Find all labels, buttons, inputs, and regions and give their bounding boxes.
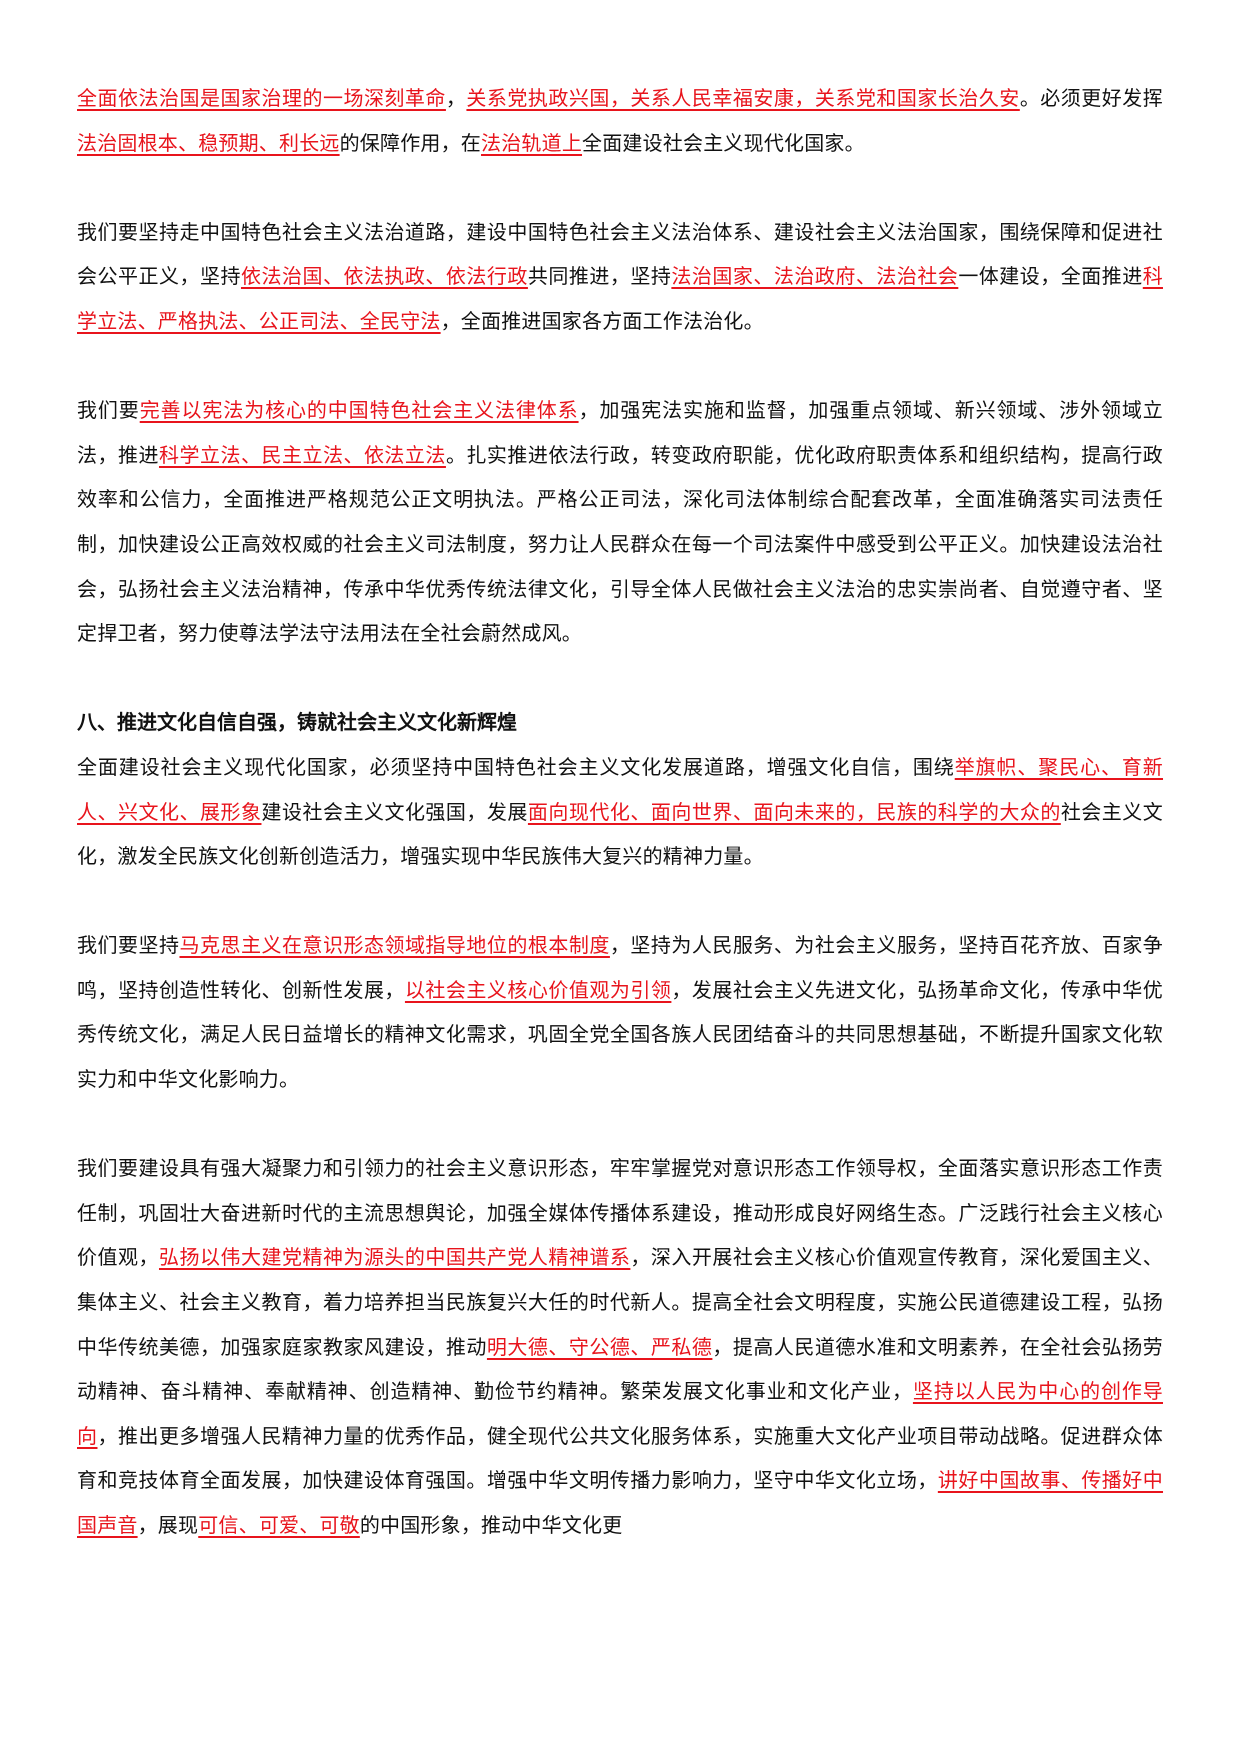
highlight-text: 讲好中国故事、传播好中国声音 [77,1468,1164,1537]
body-text: ，推出更多增强人民精神力量的优秀作品，健全现代公共文化服务体系，实施重大文化产业… [77,1423,1163,1493]
body-text: 。扎实推进依法行政，转变政府职能，优化政府职责体系和组织结构，提高行政效率和公信… [77,442,1163,646]
highlight-text: 科学立法、民主立法、依法立法 [158,442,446,467]
paragraph-spacer [77,656,1163,701]
body-text: 。必须更好发挥 [1019,86,1163,110]
paragraph-spacer [77,1102,1163,1147]
body-text: 我们要建设具有强大凝聚力和引领力的社会主义意识形态，牢牢掌握党对意识形态工作领导… [77,1156,1163,1270]
body-text: ，展现 [137,1513,199,1537]
highlight-text: 关系党执政兴国，关系人民幸福安康，关系党和国家长治久安 [466,86,1020,110]
body-text: ， [445,86,467,110]
body-text: 一体建设，全面推进 [958,264,1143,289]
highlight-text: 举旗帜、聚民心、育新人、兴文化、展形象 [77,754,1164,824]
paragraph-spacer [77,165,1163,210]
paragraph-4: 全面建设社会主义现代化国家，必须坚持中国特色社会主义文化发展道路，增强文化自信，… [77,745,1163,879]
body-text: 我们要 [77,398,140,423]
body-text: 全面建设社会主义现代化国家，必须坚持中国特色社会主义文化发展道路，增强文化自信，… [77,754,955,779]
body-text: ，发展社会主义先进文化，弘扬革命文化，传承中华优秀传统文化，满足人民日益增长的精… [77,977,1163,1092]
body-text: ，深入开展社会主义核心价值观宣传教育，深化爱国主义、集体主义、社会主义教育，着力… [77,1245,1163,1359]
highlight-text: 弘扬以伟大建党精神为源头的中国共产党人精神谱系 [158,1245,631,1270]
body-text: ，全面推进国家各方面工作法治化。 [440,308,764,333]
highlight-text: 明大德、守公德、严私德 [486,1334,713,1359]
body-text: ，坚持为人民服务、为社会主义服务，坚持百花齐放、百家争鸣，坚持创造性转化、创新性… [77,933,1164,1002]
paragraph-3: 我们要完善以宪法为核心的中国特色社会主义法律体系，加强宪法实施和监督，加强重点领… [77,388,1163,656]
highlight-text: 坚持以人民为中心的创作导向 [77,1379,1163,1448]
paragraph-1: 全面依法治国是国家治理的一场深刻革命，关系党执政兴国，关系人民幸福安康，关系党和… [77,76,1163,165]
highlight-text: 马克思主义在意识形态领域指导地位的根本制度 [179,933,610,958]
body-text: 共同推进，坚持 [527,264,672,289]
paragraph-6: 我们要建设具有强大凝聚力和引领力的社会主义意识形态，牢牢掌握党对意识形态工作领导… [77,1146,1163,1547]
body-text: 的中国形象，推动中华文化更 [359,1513,623,1537]
body-text: 全面建设社会主义现代化国家。 [582,130,865,155]
document-page: 全面依法治国是国家治理的一场深刻革命，关系党执政兴国，关系人民幸福安康，关系党和… [77,76,1163,1548]
highlight-text: 完善以宪法为核心的中国特色社会主义法律体系 [139,398,579,423]
paragraph-spacer [77,879,1163,924]
highlight-text: 依法治国、依法执政、依法行政 [240,264,528,289]
paragraph-2: 我们要坚持走中国特色社会主义法治道路，建设中国特色社会主义法治体系、建设社会主义… [77,210,1163,344]
body-text: 我们要坚持走中国特色社会主义法治道路，建设中国特色社会主义法治体系、建设社会主义… [77,219,1163,289]
highlight-text: 科学立法、严格执法、公正司法、全民守法 [77,264,1163,333]
highlight-text: 法治国家、法治政府、法治社会 [671,264,959,289]
highlight-text: 以社会主义核心价值观为引领 [404,977,672,1002]
body-text: ，加强宪法实施和监督，加强重点领域、新兴领域、涉外领域立法，推进 [77,398,1163,467]
highlight-text: 全面依法治国是国家治理的一场深刻革命 [77,86,446,110]
highlight-text: 面向现代化、面向世界、面向未来的，民族的科学的大众的 [527,799,1061,824]
body-text: ，提高人民道德水准和文明素养，在全社会弘扬劳动精神、奋斗精神、奉献精神、创造精神… [77,1334,1164,1404]
paragraph-5: 我们要坚持马克思主义在意识形态领域指导地位的根本制度，坚持为人民服务、为社会主义… [77,923,1163,1101]
body-text: 我们要坚持 [77,933,180,958]
body-text: 建设社会主义文化强国，发展 [261,799,528,824]
body-text: 社会主义文化，激发全民族文化创新创造活力，增强实现中华民族伟大复兴的精神力量。 [77,799,1163,869]
highlight-text: 法治轨道上 [481,130,583,155]
section-heading: 八、推进文化自信自强，铸就社会主义文化新辉煌 [77,710,517,735]
body-text: 的保障作用，在 [339,130,482,155]
paragraph-spacer [77,344,1163,389]
highlight-text: 法治固根本、稳预期、利长远 [77,130,340,155]
highlight-text: 可信、可爱、可敬 [198,1513,360,1537]
